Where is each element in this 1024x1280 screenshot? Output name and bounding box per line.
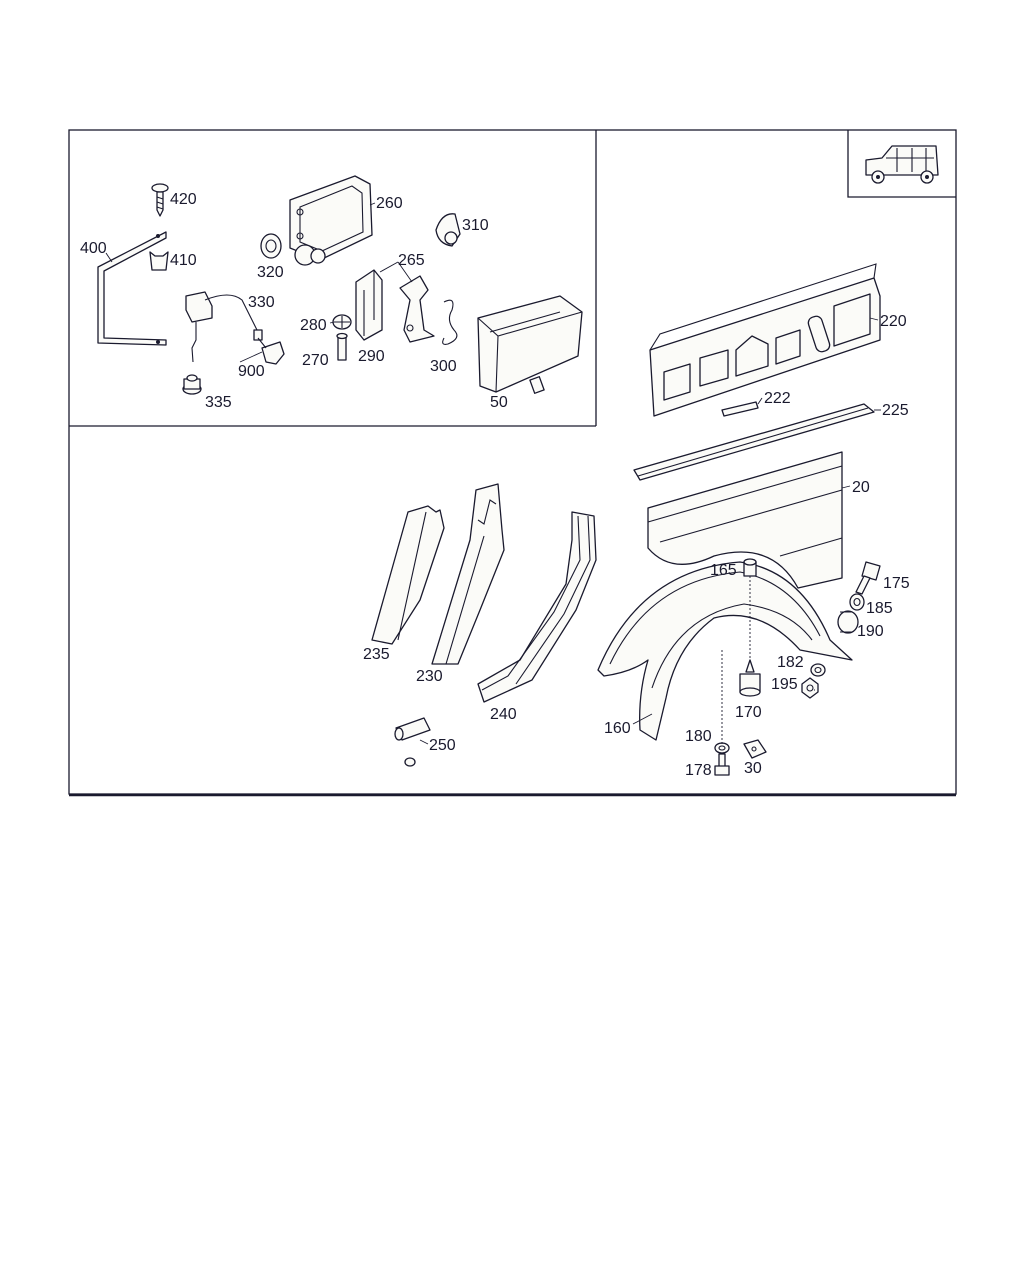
callout-320: 320	[257, 264, 284, 281]
part-900-connector	[257, 337, 285, 365]
callout-165: 165	[710, 562, 737, 579]
callout-182: 182	[777, 654, 804, 671]
callout-400: 400	[80, 240, 107, 257]
part-30-plate	[743, 739, 767, 759]
part-230-pillar	[431, 483, 505, 665]
off-road-vehicle-icon	[865, 145, 939, 184]
callout-labels: 420 410 400 330 900 335 260 320 265 310 …	[80, 191, 910, 779]
part-225-rail	[633, 403, 875, 481]
part-50-tray	[477, 295, 583, 394]
callout-250: 250	[429, 737, 456, 754]
callout-220: 220	[880, 313, 907, 330]
callout-270: 270	[302, 352, 329, 369]
part-270-pin	[336, 332, 348, 361]
part-310-cap	[435, 213, 461, 247]
callout-265: 265	[398, 252, 425, 269]
callout-335: 335	[205, 394, 232, 411]
callout-160: 160	[604, 720, 631, 737]
part-420-screw	[151, 183, 169, 217]
callout-20: 20	[852, 479, 870, 496]
callout-50: 50	[490, 394, 508, 411]
diagram-frame	[68, 129, 957, 797]
callout-230: 230	[416, 668, 443, 685]
callout-280: 280	[300, 317, 327, 334]
callout-175: 175	[883, 575, 910, 592]
part-410-clip	[149, 251, 169, 271]
part-195-nut	[801, 677, 819, 699]
callout-420: 420	[170, 191, 197, 208]
part-400-strap	[97, 231, 167, 346]
part-250-tube	[394, 717, 431, 767]
part-320-cap	[260, 233, 282, 259]
callout-330: 330	[248, 294, 275, 311]
callout-195: 195	[771, 676, 798, 693]
callout-178: 178	[685, 762, 712, 779]
part-182-washer	[810, 663, 826, 677]
part-20-side-panel	[647, 451, 843, 589]
callout-900: 900	[238, 363, 265, 380]
callout-185: 185	[866, 600, 893, 617]
part-190-bush	[837, 610, 859, 634]
part-260-fuel-door-housing	[289, 175, 373, 266]
part-330-actuator	[185, 291, 263, 363]
part-165-nut	[743, 558, 757, 662]
part-185-washer	[849, 593, 865, 611]
part-170-stud	[739, 659, 761, 697]
callout-260: 260	[376, 195, 403, 212]
callout-290: 290	[358, 348, 385, 365]
callout-222: 222	[764, 390, 791, 407]
part-240-pillar	[477, 511, 597, 703]
part-290-hinge-plate	[355, 269, 383, 341]
callout-240: 240	[490, 706, 517, 723]
part-160-wheelhouse	[597, 561, 853, 741]
part-180-washer	[714, 650, 730, 754]
callout-300: 300	[430, 358, 457, 375]
part-280-washer	[332, 314, 352, 330]
part-178-bolt	[714, 753, 730, 776]
part-335-grommet	[182, 374, 202, 395]
part-265-bracket	[399, 275, 435, 343]
part-235-pillar	[371, 505, 445, 645]
leader-lines	[105, 202, 881, 745]
callout-225: 225	[882, 402, 909, 419]
part-222-strip	[721, 401, 759, 417]
part-175-bolt	[855, 561, 881, 595]
callout-170: 170	[735, 704, 762, 721]
callout-310: 310	[462, 217, 489, 234]
callout-190: 190	[857, 623, 884, 640]
callout-410: 410	[170, 252, 197, 269]
part-220-rear-panel	[649, 263, 881, 417]
callout-180: 180	[685, 728, 712, 745]
callout-235: 235	[363, 646, 390, 663]
callout-30: 30	[744, 760, 762, 777]
part-300-spring	[442, 299, 458, 345]
